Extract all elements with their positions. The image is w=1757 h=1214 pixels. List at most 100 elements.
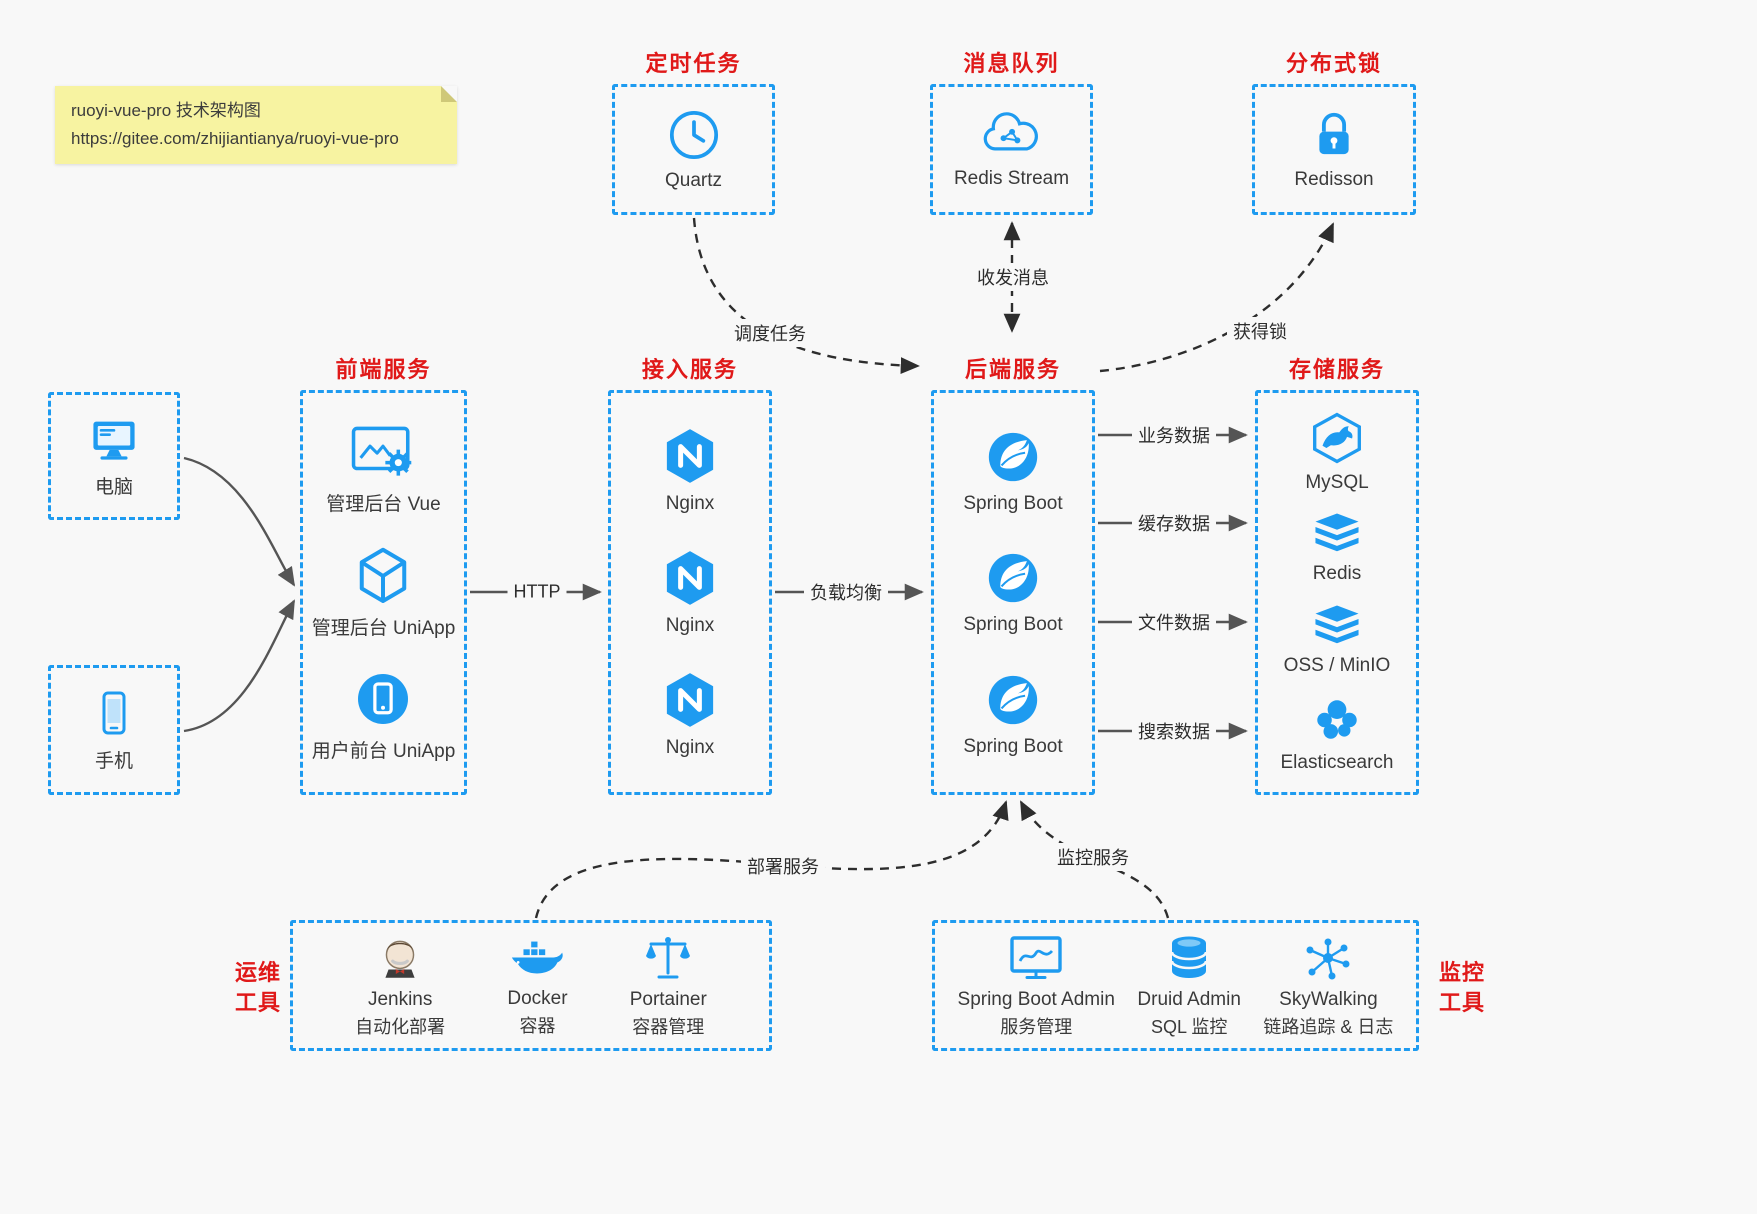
lock-icon [1307, 108, 1361, 162]
spring-leaf-icon [984, 671, 1042, 729]
nginx-label-1: Nginx [665, 493, 715, 514]
backend-box: Spring Boot Spring Boot [931, 390, 1095, 795]
circle-phone-icon [353, 669, 413, 729]
redis-stream-label: Redis Stream [953, 168, 1070, 189]
cloud-network-icon [979, 109, 1043, 161]
spring-boot-admin-tool: Spring Boot Admin 服务管理 [958, 933, 1115, 1039]
lock-title: 分布式锁 [1285, 51, 1382, 76]
mysql-node: MySQL [1305, 411, 1369, 494]
layer-stack-icon [1309, 512, 1365, 556]
sticky-note: ruoyi-vue-pro 技术架构图 https://gitee.com/zh… [55, 86, 457, 165]
ops-side-label: 运维 工具 [231, 958, 285, 1017]
spring-boot-admin-desc: 服务管理 [1000, 1016, 1073, 1037]
mysql-hexagon-icon [1308, 411, 1366, 465]
monitoring-box: Spring Boot Admin 服务管理 Druid Admin SQL 监… [932, 920, 1419, 1051]
docker-tool: Docker 容器 [507, 934, 568, 1038]
admin-uniapp-label: 管理后台 UniApp [311, 617, 456, 639]
note-url: https://gitee.com/zhijiantianya/ruoyi-vu… [71, 129, 399, 149]
admin-vue-label: 管理后台 Vue [326, 494, 441, 516]
oss-minio-label: OSS / MinIO [1283, 654, 1391, 676]
druid-admin-tool: Druid Admin SQL 监控 [1137, 933, 1241, 1039]
gateway-title: 接入服务 [641, 357, 738, 382]
nginx-label-2: Nginx [665, 615, 715, 636]
business-data-label: 业务数据 [1132, 421, 1216, 449]
clock-icon [666, 107, 722, 163]
search-data-label: 搜索数据 [1132, 717, 1216, 745]
file-data-label: 文件数据 [1132, 608, 1216, 636]
gateway-box: Nginx Nginx Nginx [608, 390, 772, 795]
ops-box: Jenkins 自动化部署 Do [290, 920, 772, 1051]
storage-title: 存储服务 [1288, 357, 1385, 382]
lock-box: Redisson [1252, 84, 1416, 215]
docker-name: Docker [507, 987, 568, 1009]
pc-node: 电脑 [86, 413, 142, 499]
spring-boot-label-3: Spring Boot [963, 735, 1063, 757]
spring-boot-label-1: Spring Boot [963, 492, 1063, 514]
mobile-label: 手机 [94, 751, 133, 772]
edge-pc-to-frontend [183, 456, 296, 587]
layer-stack-icon [1309, 604, 1365, 648]
user-uniapp-label: 用户前台 UniApp [311, 740, 456, 762]
cache-data-label: 缓存数据 [1132, 509, 1216, 537]
spring-leaf-icon [984, 549, 1042, 607]
admin-uniapp-node: 管理后台 UniApp [311, 546, 456, 640]
scheduler-box: Quartz [612, 84, 775, 215]
scales-icon [642, 933, 694, 983]
druid-admin-desc: SQL 监控 [1150, 1016, 1228, 1037]
mobile-node: 手机 [90, 687, 138, 773]
nginx-hexagon-icon [660, 426, 720, 486]
pc-label: 电脑 [94, 477, 133, 498]
user-uniapp-node: 用户前台 UniApp [311, 669, 456, 763]
get-lock-label: 获得锁 [1227, 317, 1293, 345]
jenkins-desc: 自动化部署 [355, 1016, 446, 1037]
scheduler-title: 定时任务 [645, 51, 742, 76]
spring-leaf-icon [984, 428, 1042, 486]
frontend-title: 前端服务 [335, 357, 432, 382]
redisson-node: Redisson [1294, 108, 1374, 191]
database-icon [1163, 933, 1215, 983]
nginx-node-1: Nginx [660, 426, 720, 515]
docker-desc: 容器 [519, 1015, 556, 1036]
mobile-box: 手机 [48, 665, 180, 795]
portainer-name: Portainer [629, 988, 707, 1010]
spring-boot-node-1: Spring Boot [963, 428, 1063, 515]
storage-box: MySQL Redis [1255, 390, 1419, 795]
mysql-label: MySQL [1305, 472, 1369, 494]
message-exchange-label: 收发消息 [971, 263, 1055, 291]
skywalking-tool: SkyWalking 链路追踪 & 日志 [1263, 933, 1393, 1039]
spring-boot-node-3: Spring Boot [963, 671, 1063, 758]
edge-get-lock [1099, 222, 1335, 373]
oss-minio-node: OSS / MinIO [1283, 604, 1391, 677]
jenkins-name: Jenkins [367, 988, 433, 1010]
portainer-tool: Portainer 容器管理 [630, 933, 707, 1039]
docker-whale-icon [508, 934, 566, 982]
skywalking-name: SkyWalking [1279, 988, 1378, 1010]
portainer-desc: 容器管理 [632, 1016, 705, 1037]
skywalking-desc: 链路追踪 & 日志 [1263, 1016, 1394, 1037]
ops-side-line2: 工具 [234, 989, 281, 1015]
redis-stream-node: Redis Stream [954, 109, 1069, 190]
schedule-task-label: 调度任务 [728, 319, 812, 347]
nginx-node-2: Nginx [660, 548, 720, 637]
mq-box: Redis Stream [930, 84, 1093, 215]
monitor-service-label: 监控服务 [1051, 843, 1135, 871]
elasticsearch-node: Elasticsearch [1281, 695, 1394, 774]
cluster-circles-icon [1310, 695, 1364, 745]
redis-node: Redis [1309, 512, 1365, 585]
quartz-label: Quartz [664, 170, 723, 191]
admin-vue-node: 管理后台 Vue [326, 422, 441, 516]
monitoring-side-label: 监控 工具 [1435, 958, 1489, 1017]
nginx-hexagon-icon [660, 670, 720, 730]
monitoring-side-line1: 监控 [1438, 960, 1485, 985]
edge-mobile-to-frontend [183, 599, 296, 733]
spring-boot-admin-name: Spring Boot Admin [957, 988, 1115, 1010]
note-title: ruoyi-vue-pro 技术架构图 [71, 101, 261, 120]
hexagon-box-icon [353, 546, 413, 606]
monitor-chart-icon [1007, 933, 1065, 983]
phone-icon [90, 687, 138, 739]
frontend-box: 管理后台 Vue 管理后台 UniApp [300, 390, 467, 795]
jenkins-butler-icon [375, 933, 425, 983]
quartz-node: Quartz [665, 107, 722, 192]
admin-window-gear-icon [350, 422, 416, 482]
